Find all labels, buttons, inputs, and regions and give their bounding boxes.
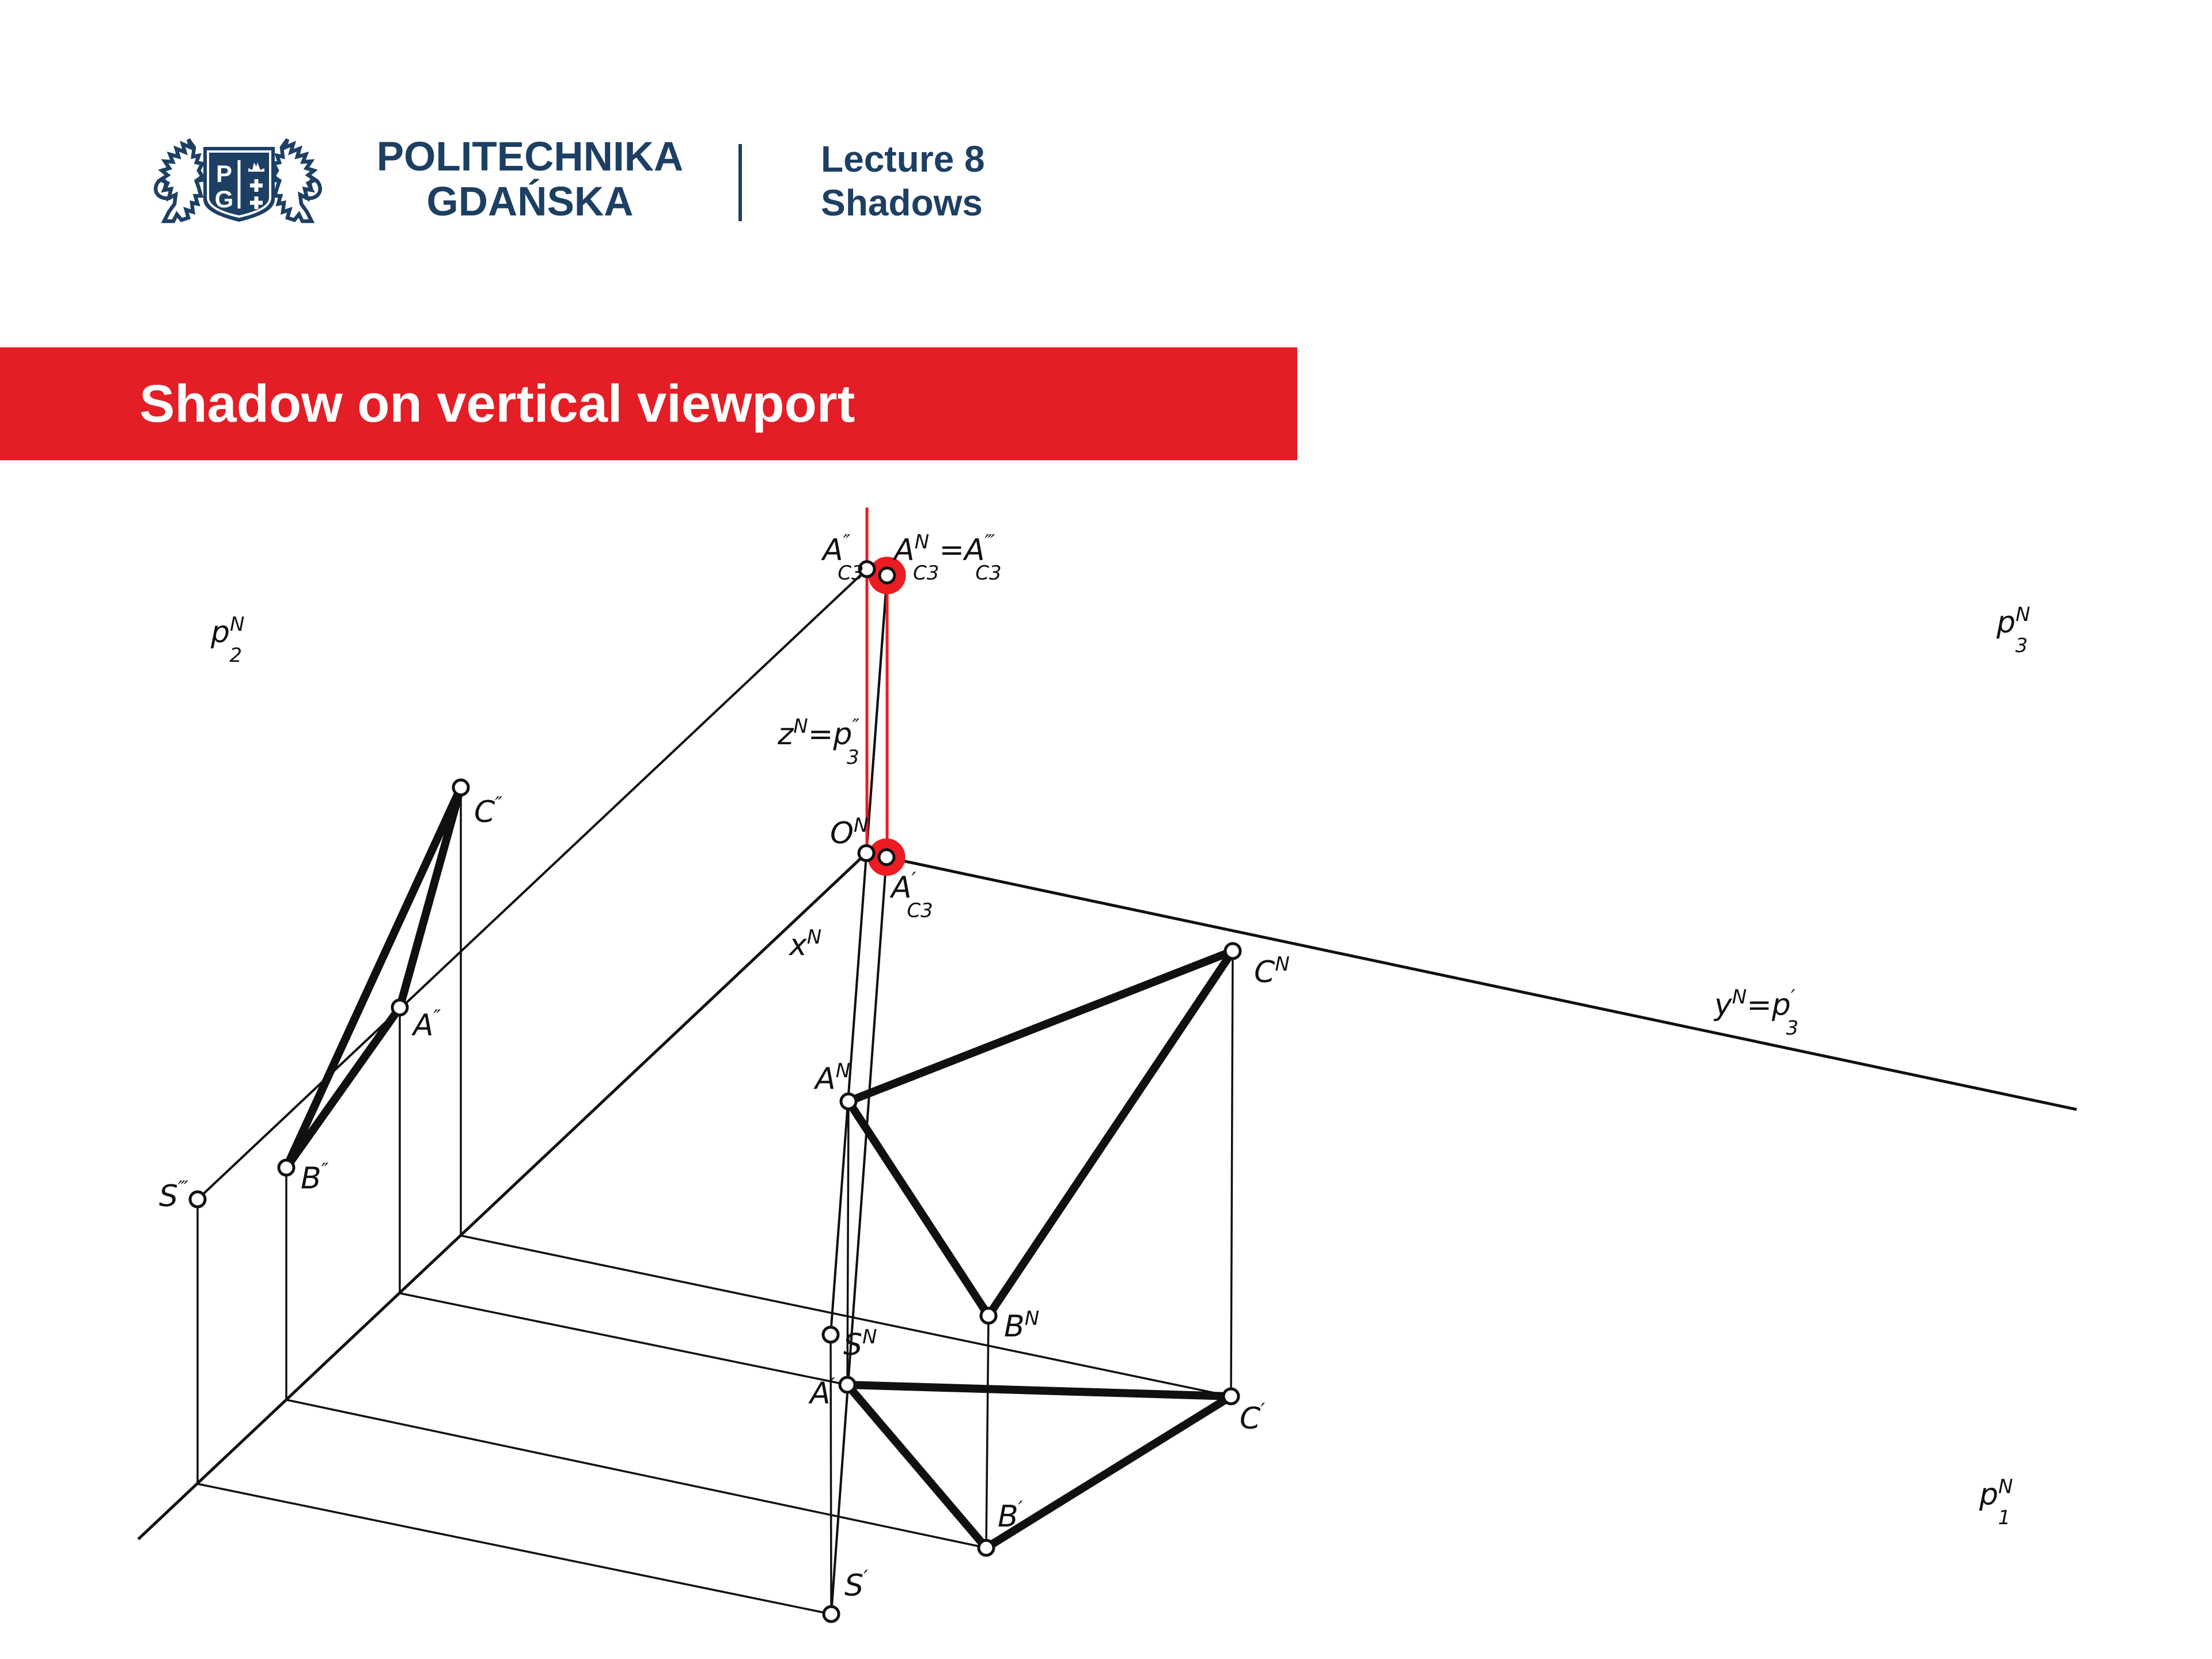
label-CN: CN [1254, 953, 1290, 990]
label-A2: A″ [411, 1006, 441, 1043]
monogram-g: G [215, 185, 234, 213]
label-ON: ON [830, 814, 868, 851]
axis-xN [137, 852, 868, 1540]
label-BN: BN [1004, 1307, 1039, 1344]
point-AN [839, 1092, 858, 1111]
edge-AN-BN [844, 1097, 993, 1320]
lecture-info: Lecture 8 Shadows [821, 137, 985, 225]
point-CN [1224, 942, 1242, 960]
lecture-topic: Shadows [821, 182, 983, 224]
point-A2 [391, 998, 409, 1017]
label-zN: zN=p″3 [777, 715, 859, 769]
label-AN: AN [813, 1059, 850, 1096]
point-SN [821, 1325, 840, 1344]
axis-yN [866, 851, 2077, 1111]
point-C1 [1222, 1387, 1240, 1406]
label-yN: yN=p′3 [1713, 986, 1798, 1040]
label-C2: C″ [474, 793, 502, 830]
slide-title-banner: Shadow on vertical viewport [0, 347, 1297, 460]
edge-C2-A2 [396, 783, 465, 1012]
label-S3: S‴ [159, 1177, 188, 1214]
point-B1 [977, 1539, 995, 1557]
label-xN: xN [788, 926, 821, 963]
light-ray-front [196, 568, 868, 1200]
recall-BN-B1 [985, 1315, 990, 1548]
point-A1C3 [877, 848, 896, 866]
point-A2C3 [858, 560, 876, 578]
point-S1 [822, 1605, 840, 1623]
label-S1: S′ [844, 1566, 868, 1603]
recall-CN-C1 [1230, 950, 1234, 1397]
edge-A1-C1 [843, 1381, 1235, 1400]
header-divider [738, 144, 742, 221]
cross-icon [250, 179, 263, 192]
label-B1: B′ [998, 1497, 1023, 1534]
point-C2 [452, 778, 470, 797]
depth-line-S [197, 1483, 832, 1615]
edge-C1-B1 [982, 1392, 1235, 1552]
edge-CN-BN [984, 947, 1237, 1320]
light-ray-top [830, 857, 888, 1615]
university-name: POLITECHNIKA GDAŃSKA [357, 135, 703, 225]
point-S3 [188, 1190, 207, 1209]
depth-line-C [460, 1234, 1232, 1397]
point-A1 [838, 1376, 857, 1394]
crown-icon [248, 162, 264, 172]
cross-icon [250, 196, 263, 209]
label-A2C3: A″C3 [821, 531, 864, 585]
monogram-p: P [216, 160, 232, 187]
label-B2: B″ [301, 1159, 329, 1196]
point-ANC3 [878, 566, 896, 585]
university-logo: P G [153, 138, 323, 224]
lecture-number: Lecture 8 [821, 138, 985, 180]
shield-icon: P G [203, 147, 275, 222]
point-ON [857, 844, 876, 862]
university-name-line1: POLITECHNIKA [376, 134, 684, 180]
light-ray-axon [830, 575, 888, 1335]
recall-AN-A1 [846, 1101, 850, 1385]
lion-left-icon [153, 138, 207, 224]
label-SN: SN [843, 1325, 877, 1362]
edge-A2-B2 [282, 1003, 404, 1172]
edge-B2-C2 [282, 783, 465, 1172]
depth-line-B [286, 1399, 987, 1549]
university-name-line2: GDAŃSKA [426, 179, 634, 225]
depth-line-A [399, 1292, 848, 1386]
highlight-ring-ANC3 [868, 556, 906, 594]
label-C1: C′ [1240, 1399, 1265, 1436]
point-BN [979, 1306, 998, 1325]
label-A1: A′ [808, 1374, 835, 1411]
label-A1C3: A′C3 [889, 868, 933, 922]
edge-AN-CN [844, 947, 1237, 1105]
edge-A1-B1 [843, 1381, 990, 1552]
point-B2 [277, 1158, 296, 1177]
slide-title: Shadow on vertical viewport [139, 374, 855, 433]
